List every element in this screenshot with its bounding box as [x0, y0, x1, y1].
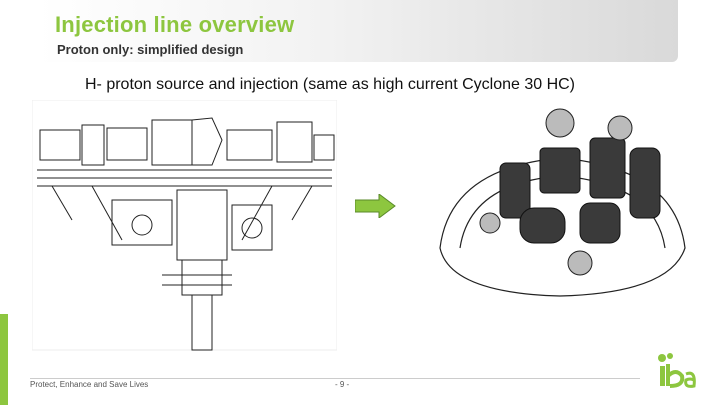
header-band [38, 0, 678, 62]
technical-drawing [32, 100, 337, 351]
slide-subtitle: Proton only: simplified design [57, 42, 244, 57]
footer-tagline: Protect, Enhance and Save Lives [30, 380, 149, 389]
accent-bar [0, 314, 8, 405]
slide-heading: H- proton source and injection (same as … [85, 76, 576, 93]
page-number: - 9 - [335, 380, 350, 389]
slide-title: Injection line overview [55, 12, 295, 37]
right-arrow-icon [355, 194, 396, 218]
footer-divider [30, 378, 640, 379]
injection-render-image [439, 108, 686, 297]
iba-logo-icon [658, 353, 696, 388]
